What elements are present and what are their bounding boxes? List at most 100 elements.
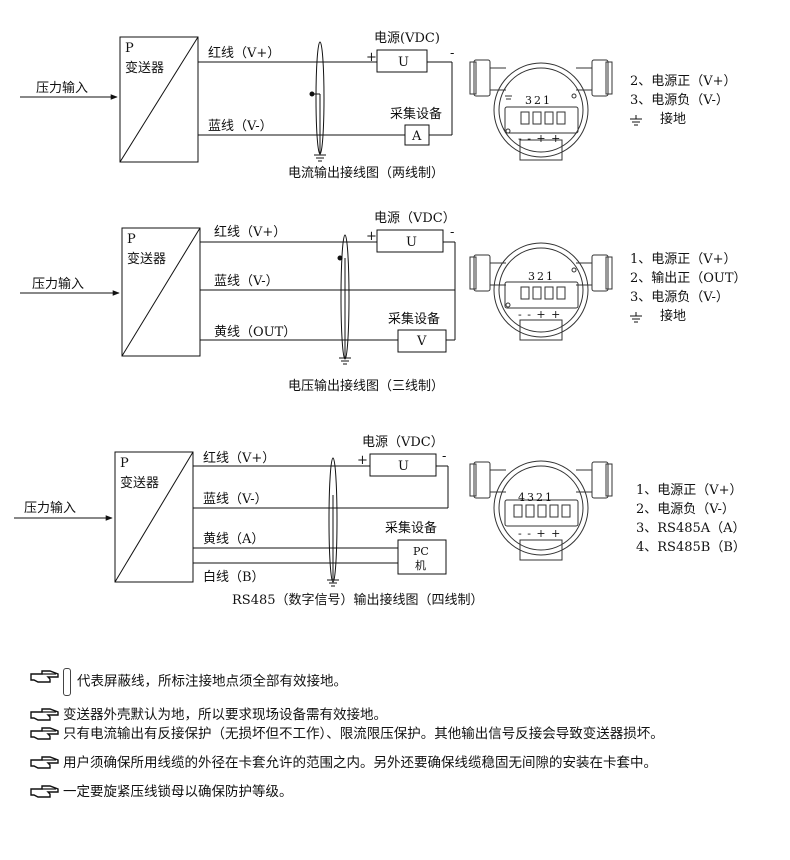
terminal-marks: - - + + xyxy=(518,527,561,540)
red-wire-label: 红线（V+） xyxy=(214,224,286,240)
transmitter-box xyxy=(114,451,194,583)
diagram-four-wire xyxy=(14,451,449,587)
legend-item: 3、RS485A（A） xyxy=(636,521,746,536)
transmitter-diagonal xyxy=(114,451,194,583)
minus-sign: - xyxy=(450,46,454,61)
ground-icon xyxy=(327,579,339,587)
minus-sign: - xyxy=(450,225,454,240)
power-symbol: U xyxy=(406,235,417,250)
pressure-input-label: 压力输入 xyxy=(36,80,88,96)
housing-3 xyxy=(469,460,613,561)
device-label: 采集设备 xyxy=(385,520,437,536)
note-item: 只有电流输出有反接保护（无损坏但不工作）、限流限压保护。其他输出信号反接会导致变… xyxy=(30,725,775,744)
ground-icon xyxy=(630,312,642,323)
pressure-input-label: 压力输入 xyxy=(32,276,84,292)
legend-item: 1、电源正（V+） xyxy=(630,252,737,267)
wiring-diagrams: 压力输入 P 变送器 红线（V+） 蓝线（V-） 电源(VDC) U + - 采… xyxy=(14,31,747,608)
transmitter-name: 变送器 xyxy=(127,251,166,267)
transmitter-p: P xyxy=(120,456,129,471)
housing-1 xyxy=(469,59,613,161)
pointing-hand-icon xyxy=(30,670,59,683)
device-symbol: V xyxy=(416,334,427,349)
device-label: 采集设备 xyxy=(390,106,442,122)
blue-wire-label: 蓝线（V-） xyxy=(203,492,268,507)
plus-sign: + xyxy=(357,453,368,468)
note-item: 变送器外壳默认为地，所以要求现场设备需有效接地。 xyxy=(30,706,775,725)
terminal-marks: - - + + xyxy=(518,132,561,145)
yellow-wire-label: 黄线（A） xyxy=(203,532,264,547)
acquisition-device-box xyxy=(397,329,447,353)
power-supply-box xyxy=(369,453,437,477)
pointing-hand-icon xyxy=(30,785,59,798)
power-supply-box xyxy=(376,49,428,73)
shielded-cable-icon xyxy=(328,457,338,583)
transmitter-p: P xyxy=(127,232,136,247)
shielded-cable-icon xyxy=(340,234,350,360)
power-symbol: U xyxy=(398,55,409,70)
legend-item: 接地 xyxy=(660,111,686,127)
terminal-numbers: 4321 xyxy=(518,491,554,504)
red-wire-label: 红线（V+） xyxy=(208,45,280,61)
legend-item: 2、输出正（OUT） xyxy=(630,270,747,286)
note-text: 只有电流输出有反接保护（无损坏但不工作）、限流限压保护。其他输出信号反接会导致变… xyxy=(63,726,664,742)
terminal-numbers: 321 xyxy=(525,94,552,107)
plus-sign: + xyxy=(366,50,377,65)
white-wire-label: 白线（B） xyxy=(203,569,265,585)
transmitter-name: 变送器 xyxy=(120,475,159,491)
note-item: 一定要旋紧压线锁母以确保防护等级。 xyxy=(30,783,775,802)
pointing-hand-icon xyxy=(30,708,59,721)
blue-wire-label: 蓝线（V-） xyxy=(208,119,273,134)
power-label: 电源（VDC） xyxy=(362,435,444,450)
note-text: 代表屏蔽线，所标注接地点须全部有效接地。 xyxy=(77,673,347,690)
plus-sign: + xyxy=(366,229,377,244)
ground-icon xyxy=(314,154,326,162)
notes-section: 代表屏蔽线，所标注接地点须全部有效接地。 变送器外壳默认为地，所以要求现场设备需… xyxy=(30,668,775,802)
legend-item: 3、电源负（V-） xyxy=(630,290,729,305)
transmitter-box xyxy=(121,227,201,357)
housing-2 xyxy=(469,242,613,341)
ground-icon xyxy=(339,357,351,365)
legend-item: 3、电源负（V-） xyxy=(630,93,729,108)
transmitter-diagonal xyxy=(119,36,199,163)
diagram-caption: RS485（数字信号）输出接线图（四线制） xyxy=(232,592,484,608)
terminal-numbers: 321 xyxy=(528,270,555,283)
legend-item: 4、RS485B（B） xyxy=(636,540,746,555)
diagram-caption: 电流输出接线图（两线制） xyxy=(288,165,444,181)
ground-icon xyxy=(630,115,642,126)
device-label: 采集设备 xyxy=(388,311,440,327)
transmitter-diagonal xyxy=(121,227,201,357)
power-symbol: U xyxy=(398,459,409,474)
pc-box xyxy=(397,539,447,575)
note-text: 变送器外壳默认为地，所以要求现场设备需有效接地。 xyxy=(63,707,387,723)
terminal-marks: - - + + xyxy=(518,308,561,321)
diagram-two-wire xyxy=(20,36,453,163)
acquisition-device-box xyxy=(404,124,430,146)
note-item: 代表屏蔽线，所标注接地点须全部有效接地。 xyxy=(30,668,775,696)
pressure-input-label: 压力输入 xyxy=(24,500,76,516)
note-item: 用户须确保所用线缆的外径在卡套允许的范围之内。另外还要确保线缆稳固无间隙的安装在… xyxy=(30,754,775,773)
transmitter-name: 变送器 xyxy=(125,60,164,76)
pc-label-2: 机 xyxy=(415,558,426,572)
legend-item: 2、电源正（V+） xyxy=(630,74,737,89)
power-supply-box xyxy=(376,229,444,253)
diagram-caption: 电压输出接线图（三线制） xyxy=(288,378,444,394)
minus-sign: - xyxy=(442,449,446,464)
shielded-cable-icon xyxy=(63,668,71,696)
transmitter-box xyxy=(119,36,199,163)
legend-item: 接地 xyxy=(660,308,686,324)
yellow-wire-label: 黄线（OUT） xyxy=(214,325,296,340)
note-text: 用户须确保所用线缆的外径在卡套允许的范围之内。另外还要确保线缆稳固无间隙的安装在… xyxy=(63,755,657,771)
legend-item: 2、电源负（V-） xyxy=(636,502,735,517)
diagram-three-wire xyxy=(20,227,456,365)
power-label: 电源（VDC） xyxy=(374,211,456,226)
red-wire-label: 红线（V+） xyxy=(203,450,275,466)
pc-label: PC xyxy=(413,545,429,558)
power-label: 电源(VDC) xyxy=(374,31,440,46)
transmitter-p: P xyxy=(125,41,134,56)
device-symbol: A xyxy=(411,129,422,144)
note-text: 一定要旋紧压线锁母以确保防护等级。 xyxy=(63,784,293,800)
legend-item: 1、电源正（V+） xyxy=(636,483,743,498)
pointing-hand-icon xyxy=(30,727,59,740)
pointing-hand-icon xyxy=(30,756,59,769)
blue-wire-label: 蓝线（V-） xyxy=(214,274,279,289)
